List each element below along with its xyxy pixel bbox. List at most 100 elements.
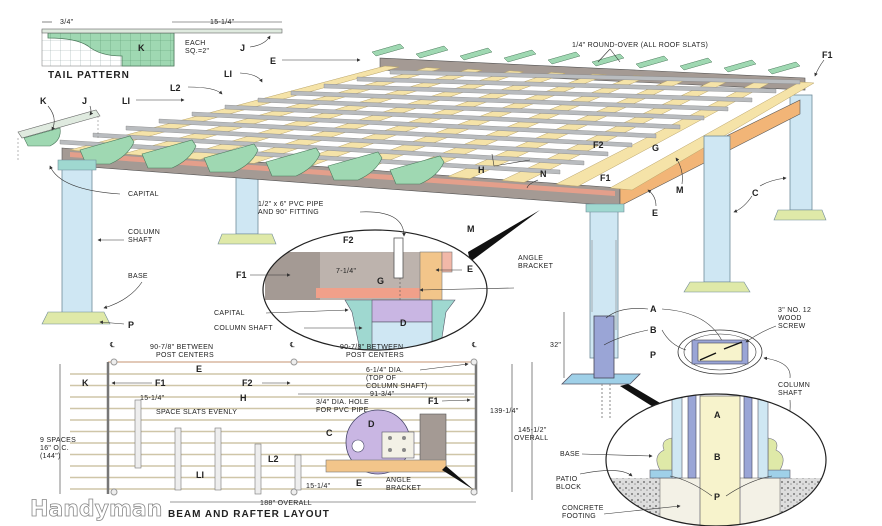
plan-inset-e-label: E bbox=[356, 478, 362, 488]
plan-label-f1: F1 bbox=[155, 378, 166, 388]
roof-slat bbox=[191, 111, 657, 139]
plan-label-c: C bbox=[326, 428, 333, 438]
rafter-tail bbox=[547, 51, 581, 65]
post-core bbox=[699, 395, 741, 526]
detail-angle-bracket-2: BRACKET bbox=[518, 263, 554, 270]
detail-angle-bracket-1: ANGLE bbox=[518, 255, 543, 262]
tail-shape bbox=[47, 32, 175, 67]
layout-plan: ℄ ℄ ℄ 90-7/8" BETWEEN POST CENTERS 90-7/… bbox=[40, 342, 548, 520]
rafter-tail bbox=[141, 139, 197, 169]
roof-slat bbox=[323, 83, 753, 103]
label-j-detail: J bbox=[82, 96, 87, 106]
plan-space-slats: SPACE SLATS EVENLY bbox=[156, 409, 237, 416]
tail-dim-left: 3/4" bbox=[60, 19, 74, 26]
label-h: H bbox=[478, 165, 485, 175]
column-front-right bbox=[703, 135, 731, 283]
plan-label-e: E bbox=[196, 364, 202, 374]
label-c: C bbox=[752, 188, 759, 198]
plan-label-li: LI bbox=[196, 470, 204, 480]
detail-label-d: D bbox=[400, 318, 407, 328]
detail-label-e: E bbox=[467, 264, 473, 274]
plan-inset-f1: F1 bbox=[428, 396, 439, 406]
column-base bbox=[683, 281, 751, 293]
column-base bbox=[217, 233, 277, 245]
plan-label-k: K bbox=[82, 378, 89, 388]
plan-angle-bracket bbox=[381, 431, 415, 459]
plan-rafter bbox=[174, 427, 182, 491]
plan-depth-inner: 139-1/4" bbox=[490, 408, 519, 415]
screw-note-3: SCREW bbox=[778, 323, 806, 330]
tail-grid-note-1: EACH bbox=[185, 40, 206, 47]
footing-concrete-1: CONCRETE bbox=[562, 505, 604, 512]
pergola-3d-view: 1/4" ROUND-OVER (ALL ROOF SLATS) F1 E LI… bbox=[17, 42, 833, 359]
tail-board bbox=[41, 28, 283, 34]
rafter-tail bbox=[327, 151, 383, 181]
label-e-top: E bbox=[270, 56, 276, 66]
footing-base: BASE bbox=[560, 451, 580, 458]
plan-centerline-3: ℄ bbox=[471, 342, 477, 349]
rafter-tail bbox=[371, 43, 405, 57]
post-label-b: B bbox=[650, 325, 657, 335]
tail-pattern: 3/4" 15-1/4" K EACH SQ.=2" J TAIL PATTER… bbox=[41, 19, 283, 81]
shaft-note-2: SHAFT bbox=[778, 390, 803, 397]
plan-rafter bbox=[214, 427, 222, 491]
label-f1-front: F1 bbox=[600, 173, 611, 183]
rafter-tail bbox=[635, 55, 669, 69]
footing-label-a: A bbox=[714, 410, 721, 420]
detail-label-m: M bbox=[467, 224, 475, 234]
post-plate bbox=[561, 373, 641, 385]
detail-column-shaft: COLUMN SHAFT bbox=[214, 325, 273, 332]
label-base: BASE bbox=[128, 273, 148, 280]
roof-slat bbox=[158, 118, 633, 148]
column-front-left bbox=[61, 167, 93, 314]
tail-part-j: J bbox=[240, 43, 245, 53]
tail-grid-note-2: SQ.=2" bbox=[185, 48, 210, 55]
plan-rafter bbox=[294, 454, 302, 491]
beam-detail: 1/2" x 6" PVC PIPE AND 90° FITTING F2 F1… bbox=[214, 201, 554, 351]
tail-group bbox=[79, 43, 801, 185]
post-label-a: A bbox=[650, 304, 657, 314]
capital-front-left bbox=[57, 159, 97, 171]
rafter-tail bbox=[591, 53, 625, 67]
detail-capital: CAPITAL bbox=[214, 310, 245, 317]
rafter-tail bbox=[389, 155, 445, 185]
label-column-shaft-2: SHAFT bbox=[128, 237, 153, 244]
handyman-watermark: Handyman bbox=[30, 497, 162, 522]
label-n: N bbox=[540, 169, 547, 179]
plan-label-l2: L2 bbox=[268, 454, 279, 464]
plan-spaces-2: 16" O.C. bbox=[40, 445, 69, 452]
column-base bbox=[41, 311, 111, 325]
post-height: 32" bbox=[550, 342, 561, 349]
footing-patio-1: PATIO bbox=[556, 476, 578, 483]
plan-centerline-1: ℄ bbox=[109, 342, 115, 349]
label-li-left: LI bbox=[122, 96, 130, 106]
plan-depth-overall-2: OVERALL bbox=[514, 435, 548, 442]
plan-rafter bbox=[254, 443, 262, 495]
footing-concrete-2: FOOTING bbox=[562, 513, 596, 520]
tail-part-k: K bbox=[138, 43, 145, 53]
plan-spaces-1: 9 SPACES bbox=[40, 437, 76, 444]
rafter-tail bbox=[767, 61, 801, 75]
post-label-p: P bbox=[650, 350, 656, 360]
plan-title: BEAM AND RAFTER LAYOUT bbox=[168, 509, 330, 520]
post-tube bbox=[593, 315, 615, 379]
detail-label-g: G bbox=[377, 276, 384, 286]
plan-bracket-1: ANGLE bbox=[386, 477, 411, 484]
plan-shaft-dia-2: (TOP OF bbox=[366, 375, 396, 382]
label-e-front: E bbox=[652, 208, 658, 218]
detail-label-f2: F2 bbox=[343, 235, 354, 245]
label-k-detail: K bbox=[40, 96, 47, 106]
plan-hole-2: FOR PVC PIPE bbox=[316, 407, 369, 414]
plan-label-d: D bbox=[368, 419, 375, 429]
roundover-note: 1/4" ROUND-OVER (ALL ROOF SLATS) bbox=[572, 42, 708, 49]
screw-note-1: 3" NO. 12 bbox=[778, 307, 811, 314]
detail-dim: 7-1/4" bbox=[336, 268, 356, 275]
rafter-tail bbox=[79, 135, 135, 165]
footing-label-b: B bbox=[714, 452, 721, 462]
plan-inner-span: 91-3/4" bbox=[370, 391, 395, 398]
tail-pattern-title: TAIL PATTERN bbox=[48, 70, 130, 81]
shaft-section-outer bbox=[677, 329, 763, 375]
pvc-pipe bbox=[393, 237, 404, 279]
plan-rafter bbox=[134, 399, 142, 469]
plan-depth-overall-1: 145-1/2" bbox=[518, 427, 547, 434]
